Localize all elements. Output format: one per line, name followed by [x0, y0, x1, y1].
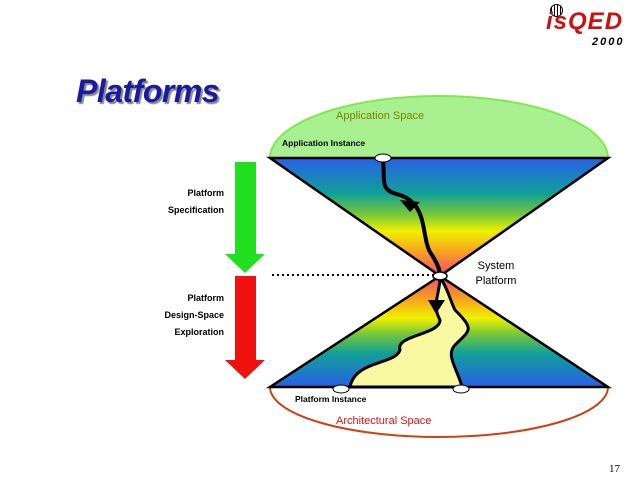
globe-icon — [550, 4, 563, 17]
platform-specification-label: Platform Specification — [150, 185, 224, 219]
platform-instance-node — [452, 384, 470, 394]
page-number: 17 — [609, 463, 620, 475]
application-space-label: Application Space — [336, 110, 425, 122]
slide-title: Platforms — [76, 73, 220, 109]
label-line: Platform — [187, 293, 224, 303]
system-platform-label: System Platform — [472, 259, 520, 289]
application-space-ellipse — [268, 95, 610, 159]
arrowhead-icon — [400, 200, 420, 212]
application-instance-label: Application Instance — [282, 138, 366, 148]
platform-instance-node — [332, 384, 350, 394]
architectural-space-ellipse — [269, 386, 609, 438]
architectural-space-label: Architectural Space — [336, 415, 432, 427]
platform-dse-arrow — [225, 276, 265, 379]
label-line: Exploration — [174, 327, 224, 337]
platform-specification-arrow — [225, 162, 265, 273]
platform-instance-label: Platform Instance — [295, 394, 367, 404]
label-line: Platform — [475, 275, 517, 287]
logo-text: isQED — [546, 8, 624, 35]
label-line: System — [477, 260, 515, 272]
system-platform-node — [432, 271, 448, 281]
arrowhead-icon — [428, 300, 445, 314]
isqed-logo: isQED 2000 — [546, 4, 638, 50]
refinement-path — [381, 157, 442, 277]
logo-year: 2000 — [592, 36, 625, 48]
application-instance-node — [374, 153, 392, 163]
label-line: Design-Space — [164, 310, 224, 320]
application-cone — [266, 156, 612, 278]
label-line: Platform — [187, 188, 224, 198]
label-line: Specification — [167, 205, 224, 215]
platform-dse-label: Platform Design-Space Exploration — [150, 290, 224, 341]
